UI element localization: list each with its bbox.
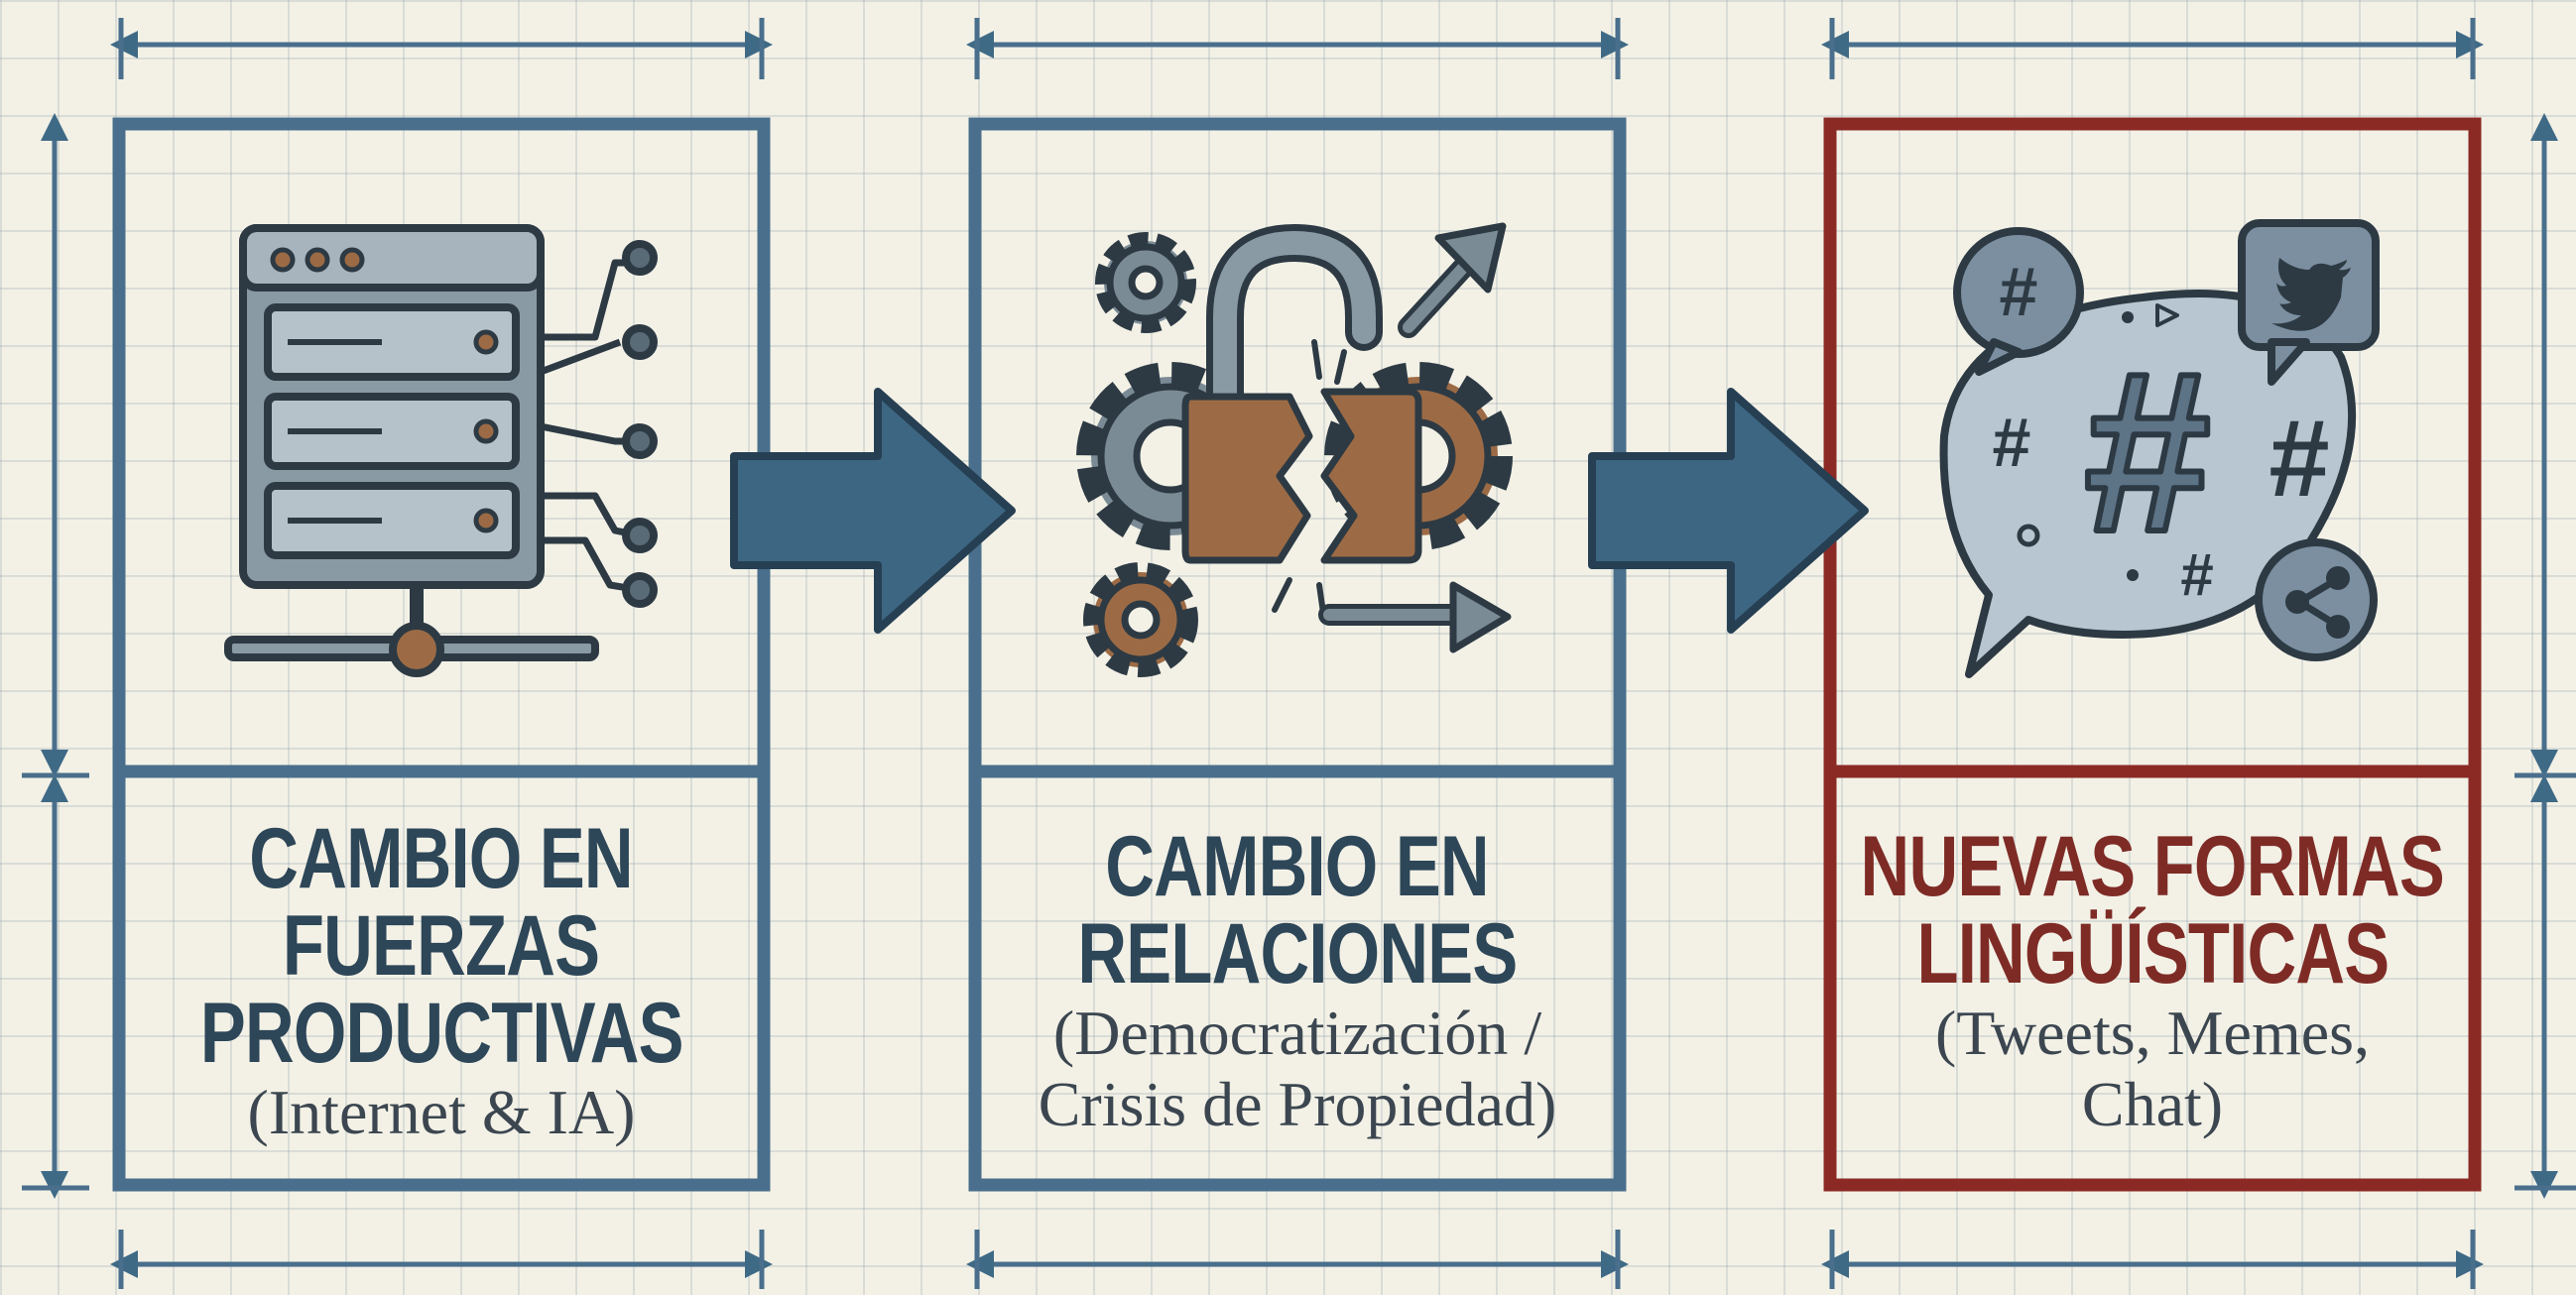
arrow-right-icon	[730, 388, 1016, 634]
panel-3-label: NUEVAS FORMAS LINGÜÍSTICAS (Tweets, Meme…	[1836, 783, 2469, 1180]
svg-text:#: #	[2269, 398, 2329, 520]
panel-2-title-line: CAMBIO EN	[1105, 819, 1490, 914]
server-network-icon	[224, 224, 658, 677]
panel-1-title-line: PRODUCTIVAS	[199, 986, 684, 1081]
arrow-right-icon	[1588, 388, 1869, 634]
panel-1-title-line: CAMBIO EN	[249, 811, 634, 906]
svg-text:#: #	[1993, 404, 2031, 481]
panel-frame-1	[112, 117, 771, 1192]
panel-3-subtitle: Chat)	[2081, 1069, 2224, 1139]
panel-3-title-line: LINGÜÍSTICAS	[1916, 906, 2390, 1001]
panel-1-subtitle: (Internet & IA)	[247, 1077, 636, 1147]
panel-2-subtitle: Crisis de Propiedad)	[1038, 1069, 1557, 1139]
panel-2-label: CAMBIO EN RELACIONES (Democratización / …	[981, 783, 1614, 1180]
svg-text:#: #	[2084, 324, 2211, 579]
panel-1-label: CAMBIO EN FUERZAS PRODUCTIVAS (Internet …	[125, 783, 758, 1180]
svg-text:#: #	[2180, 541, 2213, 608]
panel-3-title-line: NUEVAS FORMAS	[1860, 819, 2445, 914]
panel-2-subtitle: (Democratización /	[1052, 998, 1542, 1068]
dimension-lines	[22, 18, 2576, 1289]
panel-2-title-line: RELACIONES	[1077, 906, 1518, 1001]
panel-frame-2	[968, 117, 1627, 1192]
panel-frame-3	[1823, 117, 2482, 1192]
panel-1-title-line: FUERZAS	[283, 898, 600, 994]
svg-text:#: #	[2000, 253, 2038, 330]
speech-bubble-hashtags-icon: # # # # #	[1939, 219, 2380, 678]
panel-3-subtitle: (Tweets, Memes,	[1934, 998, 2371, 1068]
broken-padlock-gears-icon	[1076, 222, 1513, 677]
